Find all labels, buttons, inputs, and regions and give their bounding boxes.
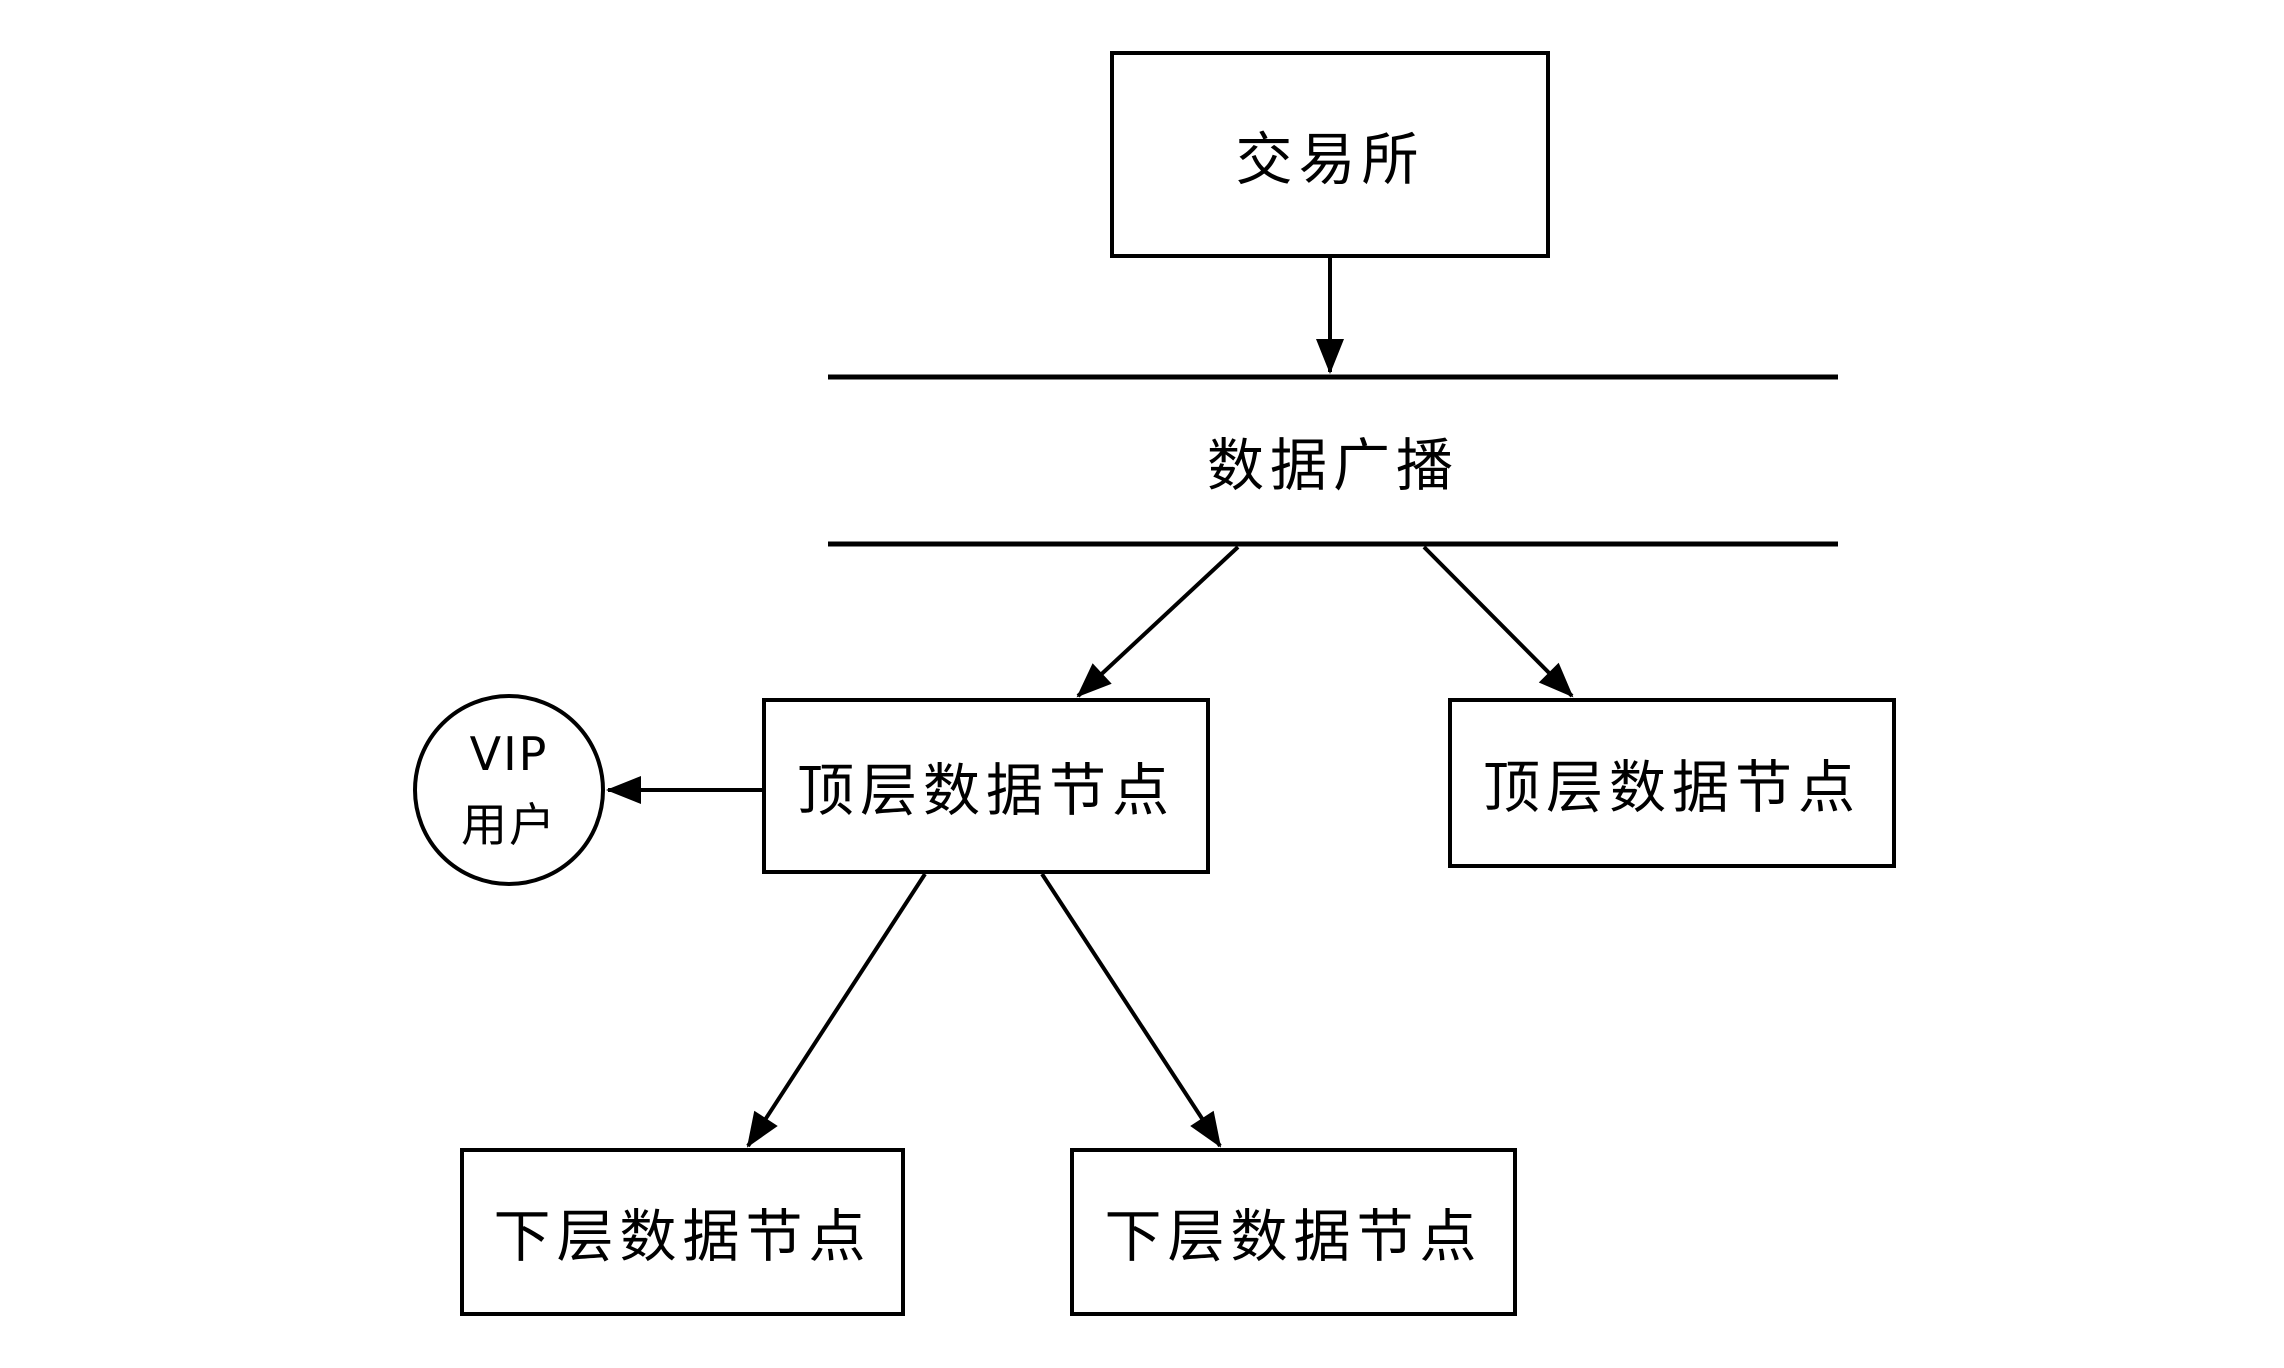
broadcast-band-label: 数据广播 [1207, 432, 1459, 499]
vip-user-label-line1: VIP [469, 726, 549, 781]
broadcast-band: 数据广播 [828, 377, 1838, 544]
exchange-node: 交易所 [1110, 51, 1550, 258]
lower-data-node-left-label: 下层数据节点 [493, 1204, 872, 1270]
lower-data-node-left: 下层数据节点 [460, 1148, 905, 1316]
exchange-node-label: 交易所 [1235, 126, 1425, 193]
lower-data-node-right-label: 下层数据节点 [1104, 1204, 1483, 1270]
top-data-node-right: 顶层数据节点 [1448, 698, 1896, 868]
vip-user-node: VIP 用户 [413, 694, 605, 886]
top-data-node-left-label: 顶层数据节点 [797, 758, 1175, 824]
top-data-node-left: 顶层数据节点 [762, 698, 1210, 874]
arrow-broadcast-to-top-node-left [1076, 545, 1240, 698]
arrow-top-node-left-to-lower-node-right [1040, 872, 1222, 1148]
arrow-top-node-left-to-lower-node-left [746, 872, 927, 1148]
top-data-node-right-label: 顶层数据节点 [1483, 755, 1861, 821]
arrow-broadcast-to-top-node-right [1422, 545, 1574, 698]
lower-data-node-right: 下层数据节点 [1070, 1148, 1517, 1316]
vip-user-label-line2: 用户 [461, 798, 557, 852]
